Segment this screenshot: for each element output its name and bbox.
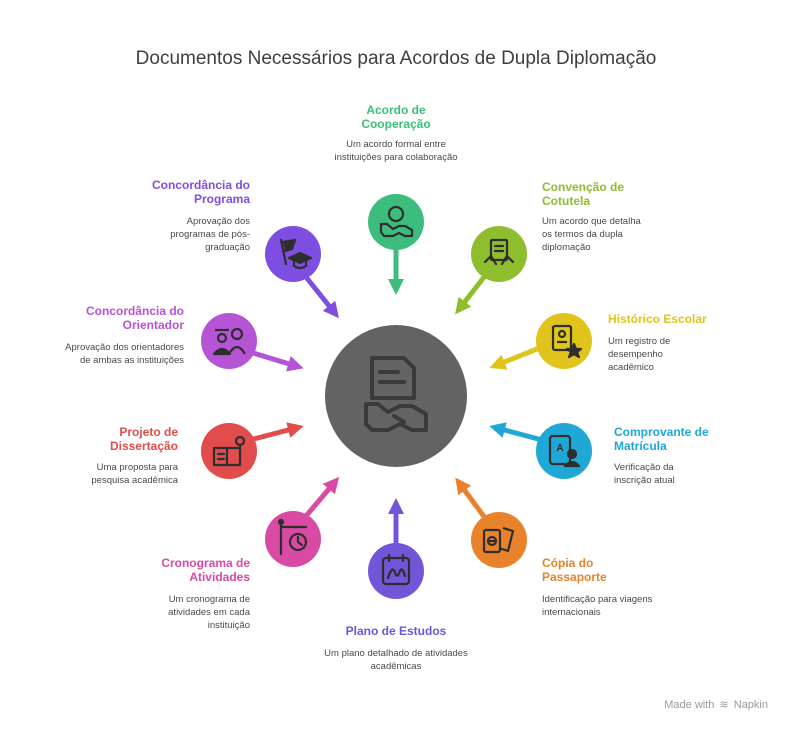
arrow-passaporte (455, 477, 491, 524)
page-title: Documentos Necessários para Acordos de D… (135, 48, 657, 69)
item-title-convencao: Convenção de Cotutela (542, 180, 625, 208)
item-desc-programa: Aprovação dos programas de pós-graduação (170, 216, 250, 253)
book-lightbulb-icon (212, 435, 246, 467)
svg-text:A: A (556, 443, 563, 454)
item-title-programa: Concordância do Programa (151, 178, 250, 206)
arrow-convencao (455, 270, 490, 315)
circle-projeto (201, 423, 257, 479)
item-desc-passaporte: Identificação para viagens internacionai… (542, 594, 653, 618)
item-desc-convencao: Um acordo que detalha os termos da dupla… (542, 216, 641, 253)
napkin-footer[interactable]: Made with ≋ Napkin (664, 698, 768, 711)
item-title-comprovante: Comprovante de Matrícula (614, 425, 709, 453)
circle-comprovante (536, 423, 592, 479)
item-desc-acordo: Um acordo formal entre instituições para… (334, 139, 458, 163)
footer-brand: Napkin (733, 699, 768, 711)
item-desc-cronograma: Um cronograma de atividades em cada inst… (168, 594, 250, 631)
circle-programa (265, 226, 321, 282)
item-desc-plano: Um plano detalhado de atividades acadêmi… (324, 648, 468, 672)
item-title-orientador: Concordância do Orientador (85, 304, 184, 332)
arrow-cronograma (304, 476, 340, 518)
graduation-flag-icon (279, 238, 313, 270)
id-star-icon (551, 324, 583, 359)
circle-cronograma (265, 511, 321, 567)
arrow-projeto (249, 422, 304, 443)
arrow-historico (489, 344, 543, 370)
item-title-acordo: Acordo de Cooperação (361, 103, 431, 131)
item-title-passaporte: Cópia do Passaporte (542, 556, 607, 584)
item-desc-projeto: Uma proposta para pesquisa acadêmica (91, 462, 178, 486)
item-title-projeto: Projeto de Dissertação (109, 425, 178, 453)
handshake-globe-icon (379, 205, 414, 238)
circle-plano (368, 543, 424, 599)
document-handshake-icon (364, 356, 428, 432)
napkin-logo-icon: ≋ (719, 699, 729, 711)
item-title-cronograma: Cronograma de Atividades (161, 556, 250, 584)
arrow-comprovante (489, 422, 543, 443)
arrow-programa (304, 275, 339, 319)
item-desc-comprovante: Verificação da inscrição atual (614, 462, 675, 486)
item-desc-orientador: Aprovação dos orientadores de ambas as i… (65, 342, 184, 366)
calendar-signature-icon (381, 553, 411, 586)
passport-ticket-icon (482, 526, 515, 554)
tablet-user-icon: A (548, 434, 581, 468)
item-title-plano: Plano de Estudos (345, 624, 447, 638)
item-title-historico: Histórico Escolar (608, 312, 707, 326)
circle-orientador (201, 313, 257, 369)
circle-convencao (471, 226, 527, 282)
footer-prefix: Made with (664, 699, 715, 711)
contract-hands-icon (483, 238, 515, 266)
item-desc-historico: Um registro de desempenho acadêmico (608, 336, 671, 373)
signpost-clock-icon (277, 518, 308, 556)
advisor-student-icon (212, 327, 246, 356)
arrow-orientador (249, 349, 304, 372)
